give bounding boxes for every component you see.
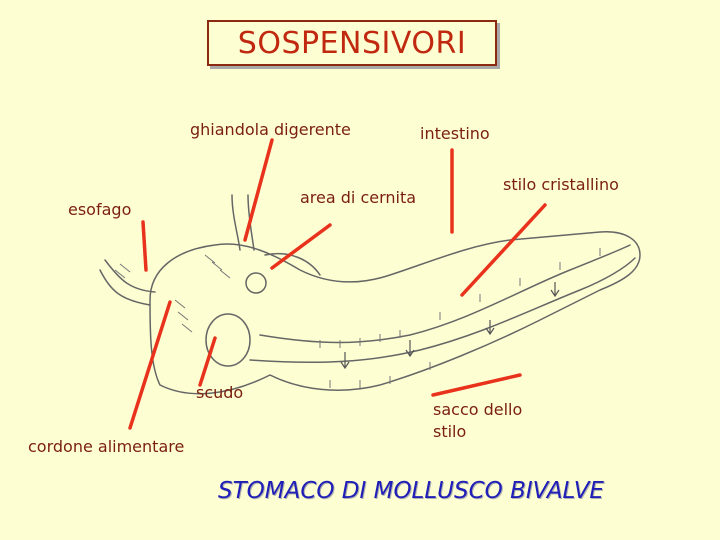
flow-arrows [340, 282, 560, 370]
leader-lines [128, 138, 547, 430]
label-area: area di cernita [300, 188, 417, 207]
shield-oval [205, 313, 251, 367]
title-box: SOSPENSIVORI [207, 20, 497, 66]
label-sacco-2: stilo [433, 422, 467, 441]
label-stilo: stilo cristallino [503, 175, 619, 194]
esophagus-tube [99, 259, 156, 306]
leader-area [270, 223, 332, 270]
label-scudo: scudo [196, 383, 244, 402]
leader-scudo [198, 336, 217, 387]
label-esofago: esofago [68, 200, 132, 219]
stomach-outline [149, 231, 641, 395]
style-sac-tube [259, 244, 631, 344]
leader-sacco [431, 373, 522, 397]
leader-esofago [141, 220, 148, 272]
leader-cordone [128, 300, 172, 430]
label-cordone: cordone alimentare [28, 437, 185, 456]
label-ghiandola: ghiandola digerente [190, 120, 351, 139]
label-sacco-1: sacco dello [433, 400, 523, 419]
leader-stilo [460, 203, 547, 297]
intestine-loop [264, 253, 321, 276]
slide-caption: STOMACO DI MOLLUSCO BIVALVE [218, 478, 604, 504]
duct-opening [245, 272, 267, 294]
slide-title: SOSPENSIVORI [237, 25, 467, 61]
hatching [114, 248, 601, 388]
leader-ghiandola [243, 138, 274, 242]
label-intestino: intestino [420, 124, 490, 143]
